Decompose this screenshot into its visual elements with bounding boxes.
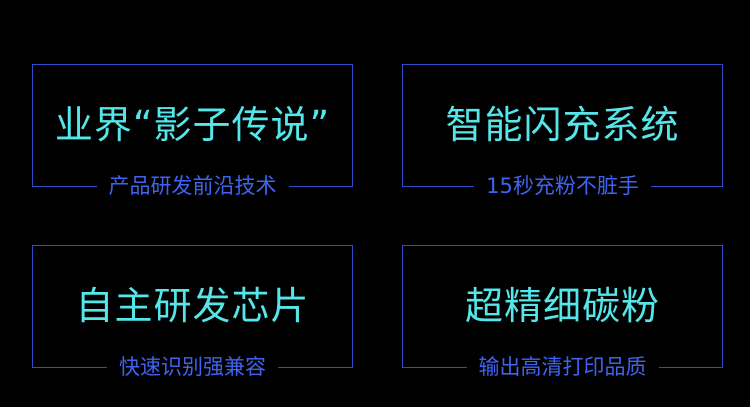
feature-caption-row: 输出高清打印品质 bbox=[402, 355, 723, 379]
feature-card-shadow-legend: 业界“影子传说” 产品研发前沿技术 bbox=[32, 64, 353, 197]
feature-card-chip: 自主研发芯片 快速识别强兼容 bbox=[32, 245, 353, 378]
feature-subtitle: 快速识别强兼容 bbox=[119, 355, 266, 379]
divider-line-left bbox=[402, 366, 467, 368]
divider-line-left bbox=[32, 185, 97, 187]
feature-title: 智能闪充系统 bbox=[445, 103, 680, 147]
feature-subtitle: 产品研发前沿技术 bbox=[108, 174, 277, 198]
feature-title: 业界“影子传说” bbox=[54, 103, 331, 147]
feature-subtitle: 15秒充粉不脏手 bbox=[486, 174, 639, 198]
divider-line-right bbox=[288, 185, 353, 187]
divider-line-right bbox=[278, 366, 353, 368]
feature-card-smart-fast-fill: 智能闪充系统 15秒充粉不脏手 bbox=[402, 64, 724, 197]
divider-line-left bbox=[32, 366, 107, 368]
divider-line-left bbox=[402, 185, 475, 187]
feature-caption-row: 产品研发前沿技术 bbox=[32, 174, 353, 198]
feature-subtitle: 输出高清打印品质 bbox=[478, 355, 647, 379]
divider-line-right bbox=[650, 185, 724, 187]
feature-title: 超精细碳粉 bbox=[464, 284, 660, 328]
feature-caption-row: 快速识别强兼容 bbox=[32, 355, 353, 379]
divider-line-right bbox=[658, 366, 723, 368]
feature-title: 自主研发芯片 bbox=[75, 284, 310, 328]
feature-caption-row: 15秒充粉不脏手 bbox=[402, 174, 724, 198]
feature-card-fine-toner: 超精细碳粉 输出高清打印品质 bbox=[402, 245, 723, 378]
